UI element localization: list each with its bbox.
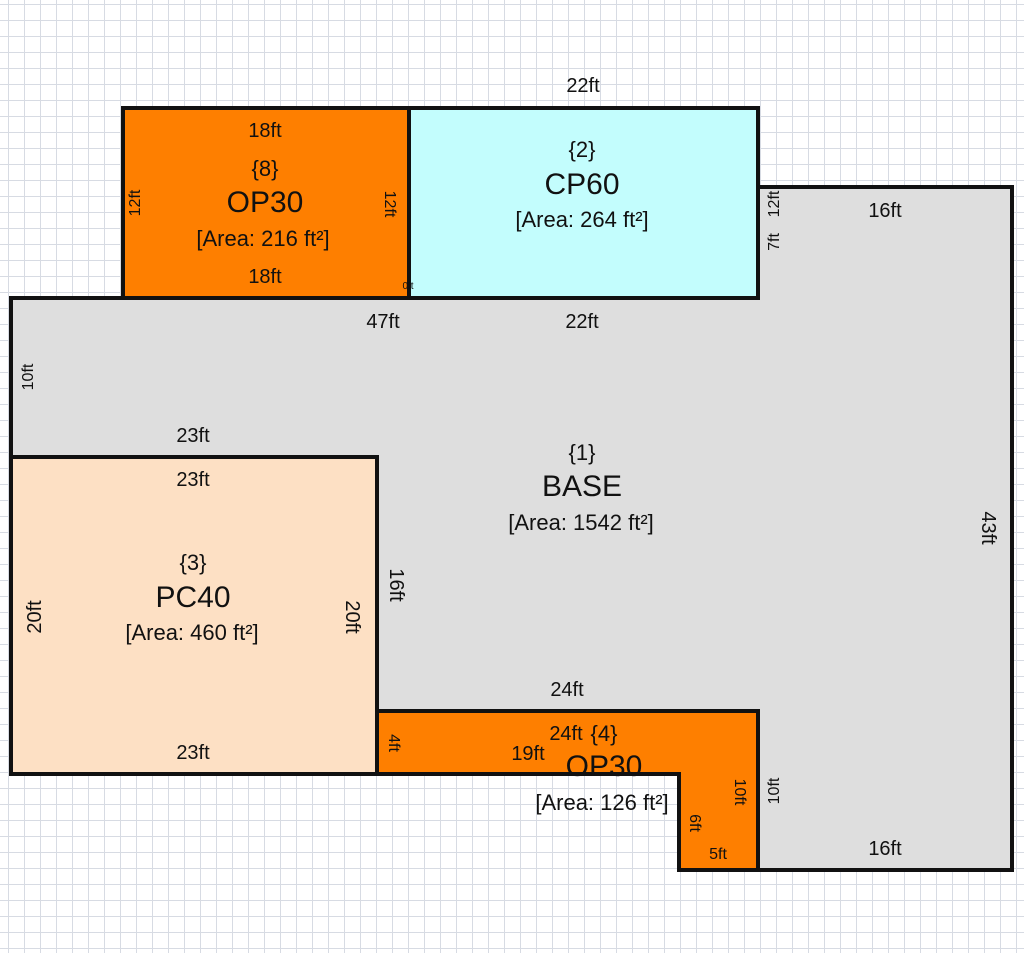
dim-base-16-vertical: 16ft [385,568,407,602]
dim-cp-right-7: 7ft [766,233,783,251]
dim-op-left-12: 12ft [127,189,144,216]
dim-base-mid-23: 23ft [176,425,210,447]
pc40-name: PC40 [155,581,230,614]
dim-base-10-vertical: 10ft [766,777,783,804]
dim-op-right-12: 12ft [381,191,398,218]
pc40-area[interactable] [9,455,379,776]
dim-base-bottom-16: 16ft [868,838,902,860]
dim-op-top-18: 18ft [248,120,282,142]
dim-op-bottom-18: 18ft [248,266,282,288]
dim-base-24: 24ft [550,679,584,701]
dim-pc-top-23: 23ft [176,469,210,491]
pc40-area-label: [Area: 460 ft²] [125,620,258,645]
dim-base-right-43: 43ft [977,511,999,545]
dim-base-left-10: 10ft [20,363,37,390]
dim-op4-24: 24ft [549,723,583,745]
dim-op-0: 0ft [402,281,413,292]
op30-top-area[interactable] [121,106,411,300]
dim-pc-left-20: 20ft [24,600,46,634]
dim-top-22: 22ft [566,75,600,97]
cp60-area-label: [Area: 264 ft²] [515,207,648,232]
base-id: {1} [569,440,596,465]
cp60-name: CP60 [544,168,619,201]
op30-bottom-area-label: [Area: 126 ft²] [535,790,668,815]
op30-top-area-label: [Area: 216 ft²] [196,226,329,251]
base-area-label: [Area: 1542 ft²] [508,510,654,535]
dim-op4-19: 19ft [511,743,545,765]
dim-op4-4: 4ft [385,734,402,752]
dim-base-top-47: 47ft [366,311,400,333]
dim-cp-right-12: 12ft [766,190,783,217]
dim-pc-right-20: 20ft [341,600,363,634]
base-name: BASE [542,470,622,503]
op30-bottom-id: {4} [591,721,618,746]
dim-pc-bottom-23: 23ft [176,742,210,764]
dim-op4-6: 6ft [686,814,703,832]
op30-top-id: {8} [252,156,279,181]
dim-op4-10: 10ft [731,779,748,806]
cp60-area[interactable] [407,106,760,300]
dim-base-top-16: 16ft [868,200,902,222]
op30-top-name: OP30 [227,186,304,219]
cp60-id: {2} [569,137,596,162]
op30-bottom-area[interactable] [375,709,760,872]
dim-base-top-22: 22ft [565,311,599,333]
dim-op4-5: 5ft [709,846,727,863]
pc40-id: {3} [180,550,207,575]
op30-bottom-name: OP30 [566,750,643,783]
